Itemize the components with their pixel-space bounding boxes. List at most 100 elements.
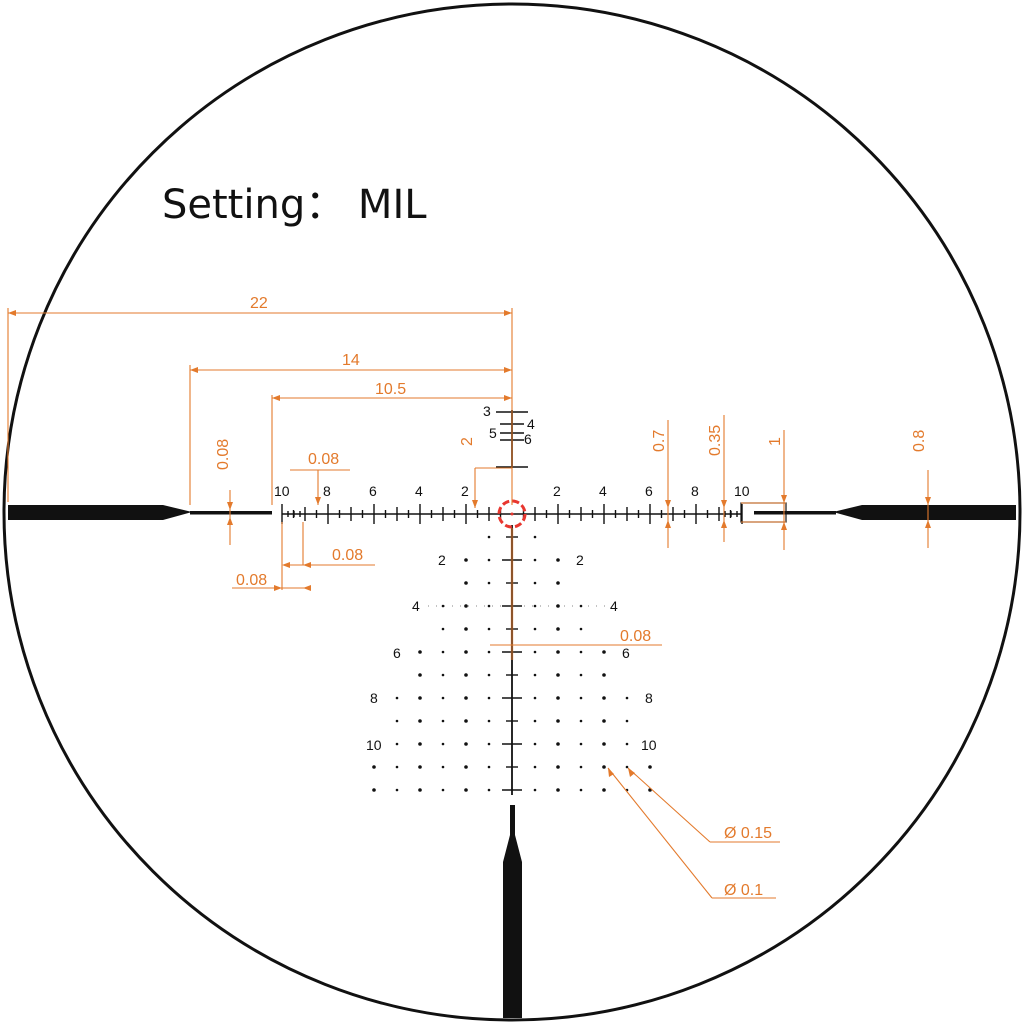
center-aim-circle [497,499,527,529]
hold-dot [533,719,537,723]
tree-label-right-2: 2 [576,552,584,568]
dim-14: 14 [342,352,360,369]
hold-dot [533,558,537,562]
hold-dot [418,719,422,723]
hold-dot [464,742,468,746]
hold-dot [579,788,583,792]
hold-dot [533,535,537,539]
hold-dot [602,650,606,654]
right-thick-post [833,505,1016,520]
hold-dot [533,765,537,769]
hold-dot [533,627,537,631]
hold-dot [602,673,606,677]
hold-dot [579,696,583,700]
hold-dot [602,696,606,700]
hold-dot [441,719,445,723]
setting-title: Setting： MIL [162,182,427,228]
dim-r08: 0.8 [911,430,928,452]
hold-dot [395,788,399,792]
hold-dot [487,788,491,792]
dim-post: 0.08 [620,628,651,645]
hold-dot [556,788,560,792]
hold-dot [464,627,468,631]
hold-dot [602,765,606,769]
hold-dot [533,788,537,792]
hold-dot [418,788,422,792]
hold-dot [533,604,537,608]
tree-label-right-10: 10 [641,737,657,753]
hold-dot [556,673,560,677]
h-label-right-10: 10 [734,483,750,499]
hold-dot [418,673,422,677]
tree-label-left-8: 8 [370,690,378,706]
hold-dot [418,696,422,700]
hold-dot [464,604,468,608]
hold-dot [395,719,399,723]
hold-dot [487,627,491,631]
hold-dot [487,650,491,654]
hold-dot [556,696,560,700]
left-thin-post [190,511,272,515]
dim-gap-a: 0.08 [332,547,363,564]
hold-dot [487,558,491,562]
hold-dot [464,673,468,677]
hold-dot [487,535,491,539]
hold-dot [418,742,422,746]
wind-mark-right: 4 [610,598,618,614]
h-label-left-4: 4 [415,483,423,499]
hold-dot [556,604,560,608]
hold-dot [602,742,606,746]
hold-dot [441,673,445,677]
hold-dot [487,719,491,723]
h-label-left-10: 10 [274,483,290,499]
hold-dot [441,650,445,654]
tree-label-right-6: 6 [622,645,630,661]
hold-dot [418,650,422,654]
stadia-label-6: 6 [524,431,532,447]
hold-dot [556,742,560,746]
tree-label-right-8: 8 [645,690,653,706]
stadia-label-5: 5 [489,425,497,441]
dim-thick-left: 0.08 [215,439,232,470]
hold-dot [487,696,491,700]
dim-vert-2: 2 [459,437,476,446]
h-label-left-2: 2 [461,483,469,499]
hold-dot [579,765,583,769]
hold-dot [579,627,583,631]
hold-dot [487,742,491,746]
hold-dot [441,742,445,746]
stadia-label-3: 3 [483,403,491,419]
hold-dot [441,765,445,769]
hold-dot [441,696,445,700]
hold-dot [533,742,537,746]
hold-dot [487,673,491,677]
holdover-dot-tree [372,535,652,792]
hold-dot [464,581,468,585]
hold-dot [602,719,606,723]
dim-r1: 1 [767,437,784,446]
hold-dot [625,765,629,769]
hold-dot [533,673,537,677]
dimension-lines [7,308,929,899]
h-label-right-2: 2 [553,483,561,499]
hold-dot [533,581,537,585]
tree-label-left-10: 10 [366,737,382,753]
hold-dot [464,558,468,562]
dim-r035: 0.35 [707,425,724,456]
dimension-arrowheads [8,310,931,777]
hold-dot [372,765,376,769]
dim-subtick: 0.08 [308,451,339,468]
h-label-left-6: 6 [369,483,377,499]
dim-r07: 0.7 [651,430,668,452]
dim-22: 22 [250,295,268,312]
hold-dot [418,765,422,769]
hold-dot [395,765,399,769]
center-dot [510,512,514,516]
tree-label-left-6: 6 [393,645,401,661]
dim-10-5: 10.5 [375,381,406,398]
right-thin-post [754,511,836,515]
hold-dot [556,719,560,723]
